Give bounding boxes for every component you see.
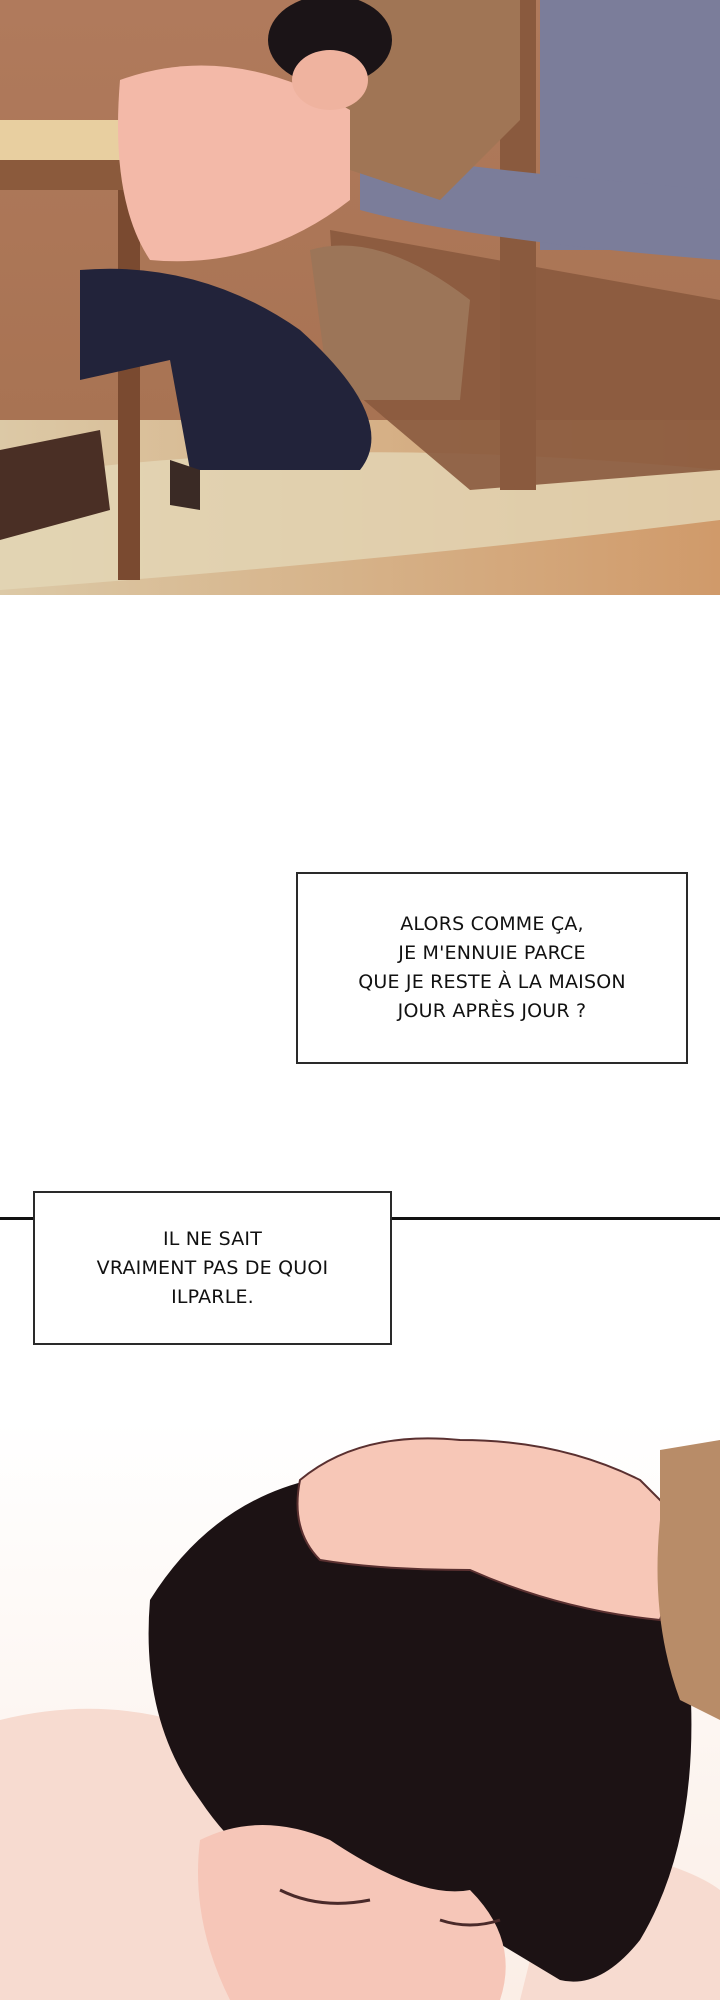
- narration-box-1: ALORS COMME ÇA, JE M'ENNUIE PARCE QUE JE…: [296, 872, 688, 1064]
- kneeling-man-illustration: [0, 0, 720, 595]
- panel-divider-line-left: [0, 1217, 34, 1220]
- comic-panel-top: [0, 0, 720, 595]
- caption-line: IL NE SAIT: [162, 1227, 263, 1250]
- panel-divider-line-right: [391, 1217, 720, 1220]
- comic-panel-bottom: [0, 1420, 720, 2000]
- caption-line: JE M'ENNUIE PARCE: [398, 942, 586, 964]
- caption-line: QUE JE RESTE À LA MAISON: [358, 971, 626, 993]
- caption-line: JOUR APRÈS JOUR ?: [397, 1000, 587, 1022]
- caption-line: ALORS COMME ÇA,: [400, 913, 584, 935]
- caption-line: VRAIMENT PAS DE QUOI: [96, 1256, 329, 1279]
- caption-line: ILPARLE.: [171, 1285, 254, 1308]
- sleeping-man-illustration: [0, 1420, 720, 2000]
- narration-box-2: IL NE SAIT VRAIMENT PAS DE QUOI ILPARLE.: [33, 1191, 392, 1345]
